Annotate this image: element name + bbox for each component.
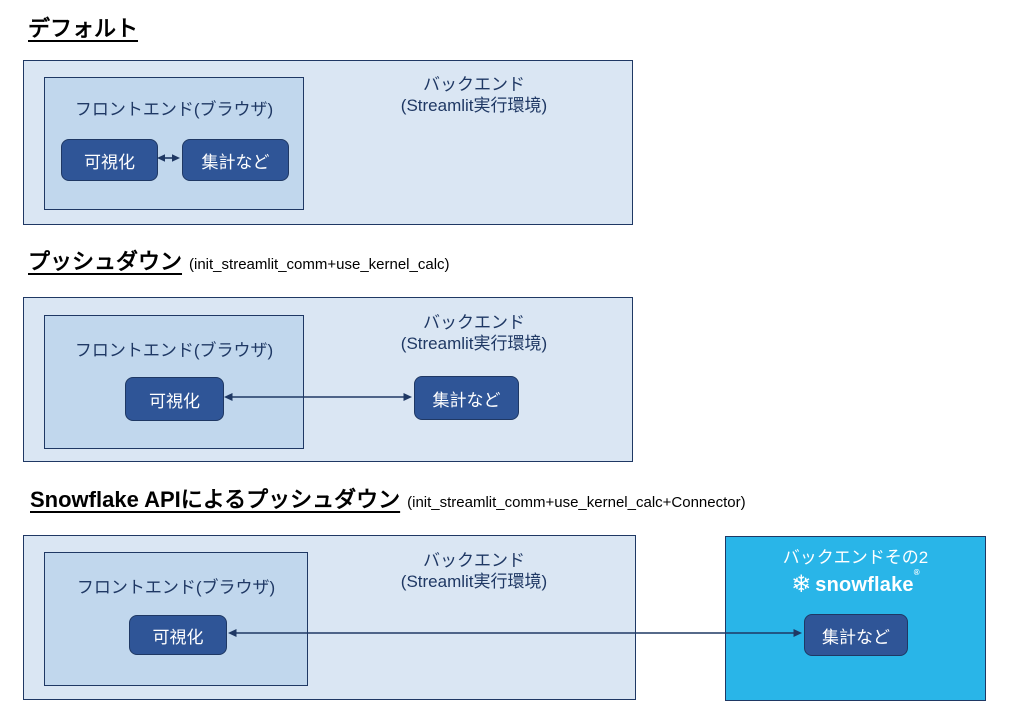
snowflake-icon: ❄ [791,571,812,598]
section-title-text: Snowflake APIによるプッシュダウン [30,487,401,512]
section-title-snowflake-pushdown: Snowflake APIによるプッシュダウン (init_streamlit_… [30,482,746,514]
backend-label-line2: (Streamlit実行環境) [400,334,548,353]
backend-box-default: バックエンド (Streamlit実行環境) フロントエンド(ブラウザ) 可視化… [23,60,633,225]
section-title-text: デフォルト [28,16,139,41]
section-title-default: デフォルト [28,11,138,43]
snowflake-wordmark: snowflake® [815,567,920,596]
section-title-suffix: (init_streamlit_comm+use_kernel_calc) [189,256,450,273]
node-visualization: 可視化 [129,615,227,655]
frontend-box-default: フロントエンド(ブラウザ) 可視化 集計など [44,77,304,210]
node-aggregation: 集計など [414,376,519,420]
frontend-label: フロントエンド(ブラウザ) [76,578,276,597]
backend-label: バックエンド (Streamlit実行環境) [314,74,634,116]
node-aggregation: 集計など [182,139,289,181]
registered-trademark-symbol: ® [913,567,920,577]
frontend-label: フロントエンド(ブラウザ) [74,341,274,360]
backend-box-snowflake: バックエンド (Streamlit実行環境) フロントエンド(ブラウザ) 可視化 [23,535,636,700]
frontend-box-pushdown: フロントエンド(ブラウザ) 可視化 [44,315,304,449]
backend-label-line1: バックエンド [423,551,525,570]
backend2-snowflake-box: バックエンドその2 ❄ snowflake® 集計など [725,536,986,701]
backend-box-pushdown: バックエンド (Streamlit実行環境) フロントエンド(ブラウザ) 可視化… [23,297,633,462]
backend-label-line2: (Streamlit実行環境) [400,96,548,115]
backend-label-line1: バックエンド [423,313,525,332]
backend2-label: バックエンドその2 [782,548,929,567]
node-visualization: 可視化 [61,139,158,181]
node-visualization: 可視化 [125,377,224,421]
section-title-pushdown: プッシュダウン (init_streamlit_comm+use_kernel_… [28,244,450,276]
snowflake-logo: ❄ snowflake® [726,567,985,598]
backend-label-line1: バックエンド [423,75,525,94]
section-title-suffix: (init_streamlit_comm+use_kernel_calc+Con… [407,494,746,511]
backend-label-line2: (Streamlit実行環境) [400,572,548,591]
backend-label: バックエンド (Streamlit実行環境) [314,312,634,354]
backend-label: バックエンド (Streamlit実行環境) [314,550,634,592]
frontend-box-snowflake: フロントエンド(ブラウザ) 可視化 [44,552,308,686]
node-aggregation: 集計など [804,614,908,656]
section-title-text: プッシュダウン [28,249,183,274]
frontend-label: フロントエンド(ブラウザ) [74,100,274,119]
